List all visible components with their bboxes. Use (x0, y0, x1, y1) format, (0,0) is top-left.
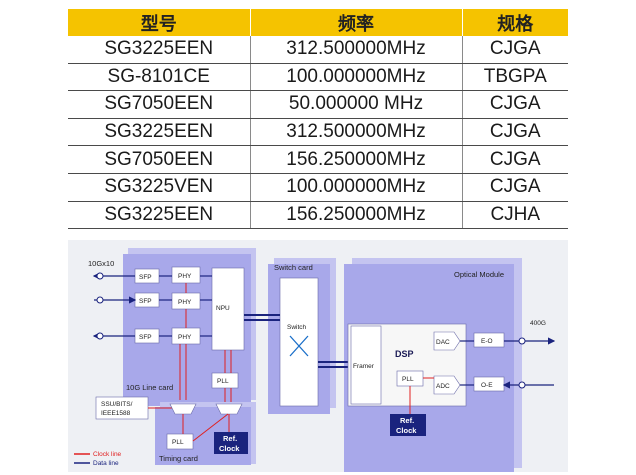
cell-model: SG3225EEN (68, 36, 250, 64)
legend: Clock line Data line (74, 451, 122, 467)
svg-text:SFP: SFP (139, 298, 152, 305)
svg-text:O-E: O-E (481, 382, 493, 389)
npu-switch-link (244, 314, 280, 321)
cell-frequency: 50.000000 MHz (249, 90, 462, 119)
table-row: SG7050EEN 50.000000 MHz CJGA (68, 90, 568, 119)
svg-text:Switch: Switch (287, 324, 307, 331)
cell-spec: CJHA (461, 201, 568, 230)
svg-text:PLL: PLL (402, 376, 414, 383)
legend-data-line: Data line (93, 460, 119, 467)
table-row: SG3225EEN 312.500000MHz CJGA (68, 36, 568, 64)
svg-text:Clock: Clock (396, 426, 417, 435)
cell-spec: CJGA (461, 118, 568, 147)
clock-lines-timing (182, 413, 230, 442)
port-10g-label: 10Gx10 (88, 259, 114, 268)
clock-lines-line-card (179, 283, 232, 402)
cell-frequency: 100.000000MHz (249, 63, 462, 92)
cell-spec: CJGA (461, 90, 568, 119)
svg-text:E-O: E-O (481, 338, 493, 345)
cell-model: SG3225EEN (68, 201, 250, 230)
table-row: SG-8101CE 100.000000MHz TBGPA (68, 63, 568, 92)
cell-spec: CJGA (461, 36, 568, 64)
svg-text:SFP: SFP (139, 334, 152, 341)
table-header-row: 型号 频率 规格 (68, 9, 568, 36)
adc-block: ADC (433, 375, 461, 395)
cell-model: SG3225VEN (68, 173, 250, 202)
sfp-block: SFP (134, 268, 160, 284)
optical-ref-clock: Ref. Clock (390, 414, 426, 436)
cell-frequency: 312.500000MHz (249, 118, 462, 147)
network-block-diagram: 10Gx10 10G Line card SFP SFP SFP PHY PHY… (68, 240, 568, 472)
cell-frequency: 100.000000MHz (249, 173, 462, 202)
svg-text:NPU: NPU (216, 305, 230, 312)
svg-text:Framer: Framer (353, 363, 375, 370)
cell-spec: CJGA (461, 173, 568, 202)
table-row: SG3225VEN 100.000000MHz CJGA (68, 173, 568, 202)
dac-block: DAC (433, 331, 461, 351)
cell-model: SG3225EEN (68, 118, 250, 147)
svg-text:Clock: Clock (219, 444, 240, 453)
dsp-pll: PLL (396, 370, 424, 387)
svg-text:ADC: ADC (436, 383, 450, 390)
framer-block: Framer (350, 325, 382, 405)
line-card-pll: PLL (211, 372, 239, 389)
svg-text:PHY: PHY (178, 334, 192, 341)
optical-data-lines (460, 337, 556, 389)
cell-spec: TBGPA (461, 63, 568, 92)
svg-text:Ref.: Ref. (223, 434, 237, 443)
sfp-block: SFP (134, 328, 160, 344)
svg-text:PLL: PLL (217, 378, 229, 385)
fiber-port-400g (518, 337, 526, 389)
svg-text:PLL: PLL (172, 439, 184, 446)
phy-block: PHY (171, 266, 201, 284)
svg-text:Ref.: Ref. (400, 416, 414, 425)
header-frequency: 频率 (249, 9, 462, 36)
timing-pll: PLL (166, 433, 194, 450)
spec-table: 型号 频率 规格 SG3225EEN 312.500000MHz CJGA SG… (68, 9, 568, 230)
fiber-port-10g (96, 272, 104, 340)
table-row: SG7050EEN 156.250000MHz CJGA (68, 145, 568, 174)
optical-module-label: Optical Module (454, 270, 504, 279)
cell-model: SG7050EEN (68, 145, 250, 174)
port-400g-label: 400G (530, 320, 546, 327)
cell-model: SG-8101CE (68, 63, 250, 92)
svg-text:SSU/BITS/: SSU/BITS/ (101, 401, 133, 408)
svg-text:DSP: DSP (395, 349, 414, 359)
phy-block: PHY (171, 327, 201, 345)
phy-block: PHY (171, 292, 201, 310)
switch-card-label: Switch card (274, 263, 313, 272)
sfp-block: SFP (134, 292, 160, 308)
table-row: SG3225EEN 312.500000MHz CJGA (68, 118, 568, 147)
header-model: 型号 (68, 9, 250, 36)
legend-clock-line: Clock line (93, 451, 122, 458)
cell-spec: CJGA (461, 145, 568, 174)
table-row: SG3225EEN 156.250000MHz CJHA (68, 201, 568, 230)
timing-card-label: Timing card (159, 454, 198, 463)
svg-text:DAC: DAC (436, 339, 450, 346)
line-card-label: 10G Line card (126, 383, 173, 392)
oe-block: O-E (473, 376, 505, 392)
cell-model: SG7050EEN (68, 90, 250, 119)
header-spec: 规格 (461, 9, 568, 36)
cell-frequency: 156.250000MHz (249, 145, 462, 174)
mux-block (215, 403, 243, 415)
npu-block: NPU (211, 267, 245, 351)
svg-text:IEEE1588: IEEE1588 (101, 410, 131, 417)
timing-ref-clock: Ref. Clock (214, 432, 248, 454)
switch-block: Switch (279, 277, 319, 407)
svg-text:PHY: PHY (178, 273, 192, 280)
cell-frequency: 156.250000MHz (249, 201, 462, 230)
mux-block (169, 403, 197, 415)
switch-framer-link (318, 361, 348, 368)
svg-text:SFP: SFP (139, 274, 152, 281)
cell-frequency: 312.500000MHz (249, 36, 462, 64)
ssu-block: SSU/BITS/ IEEE1588 (95, 396, 149, 420)
svg-text:PHY: PHY (178, 299, 192, 306)
eo-block: E-O (473, 332, 505, 348)
